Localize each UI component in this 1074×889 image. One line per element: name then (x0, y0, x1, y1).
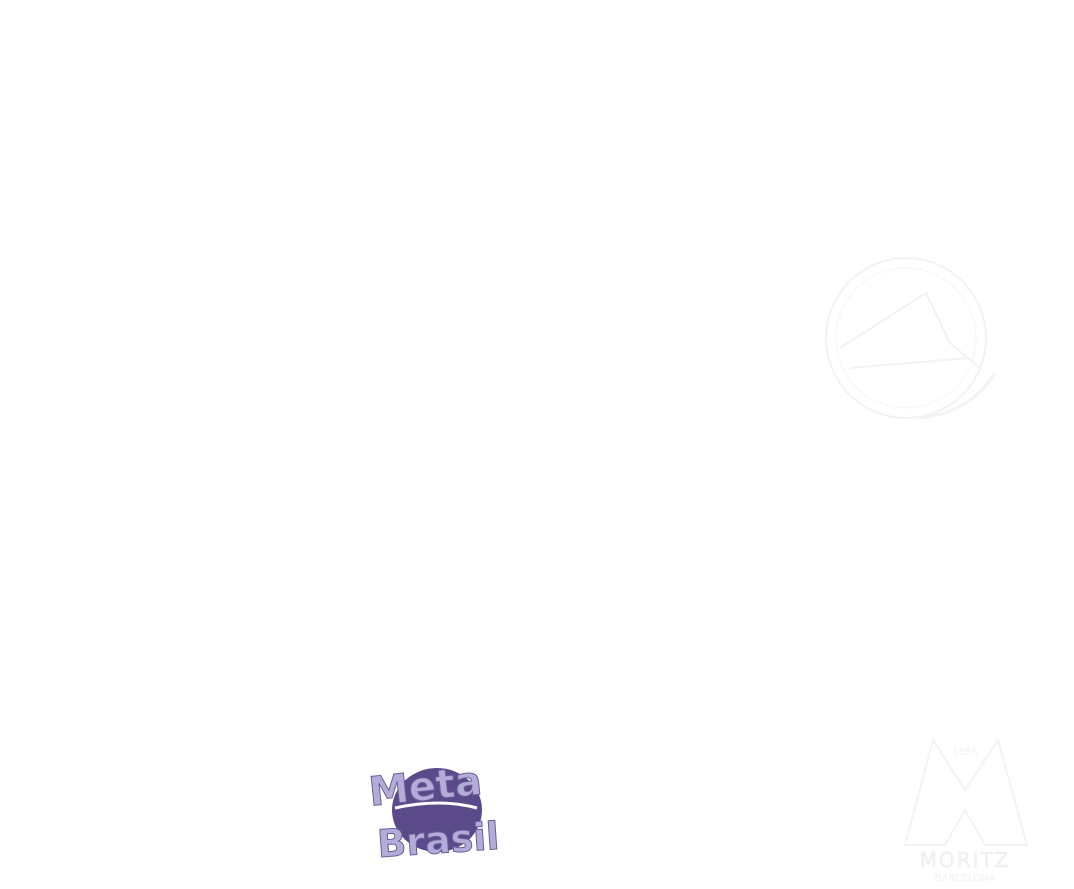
svg-text:MORITZ: MORITZ (920, 848, 1011, 872)
meta-brasil-logo: Meta Brasil (365, 758, 510, 867)
seal-logo (820, 248, 1002, 438)
svg-text:Brasil: Brasil (376, 814, 501, 863)
svg-text:1856: 1856 (952, 747, 977, 758)
moritz-logo: 1856 MORITZ BARCELONA (900, 735, 1030, 885)
svg-text:BARCELONA: BARCELONA (935, 873, 996, 884)
